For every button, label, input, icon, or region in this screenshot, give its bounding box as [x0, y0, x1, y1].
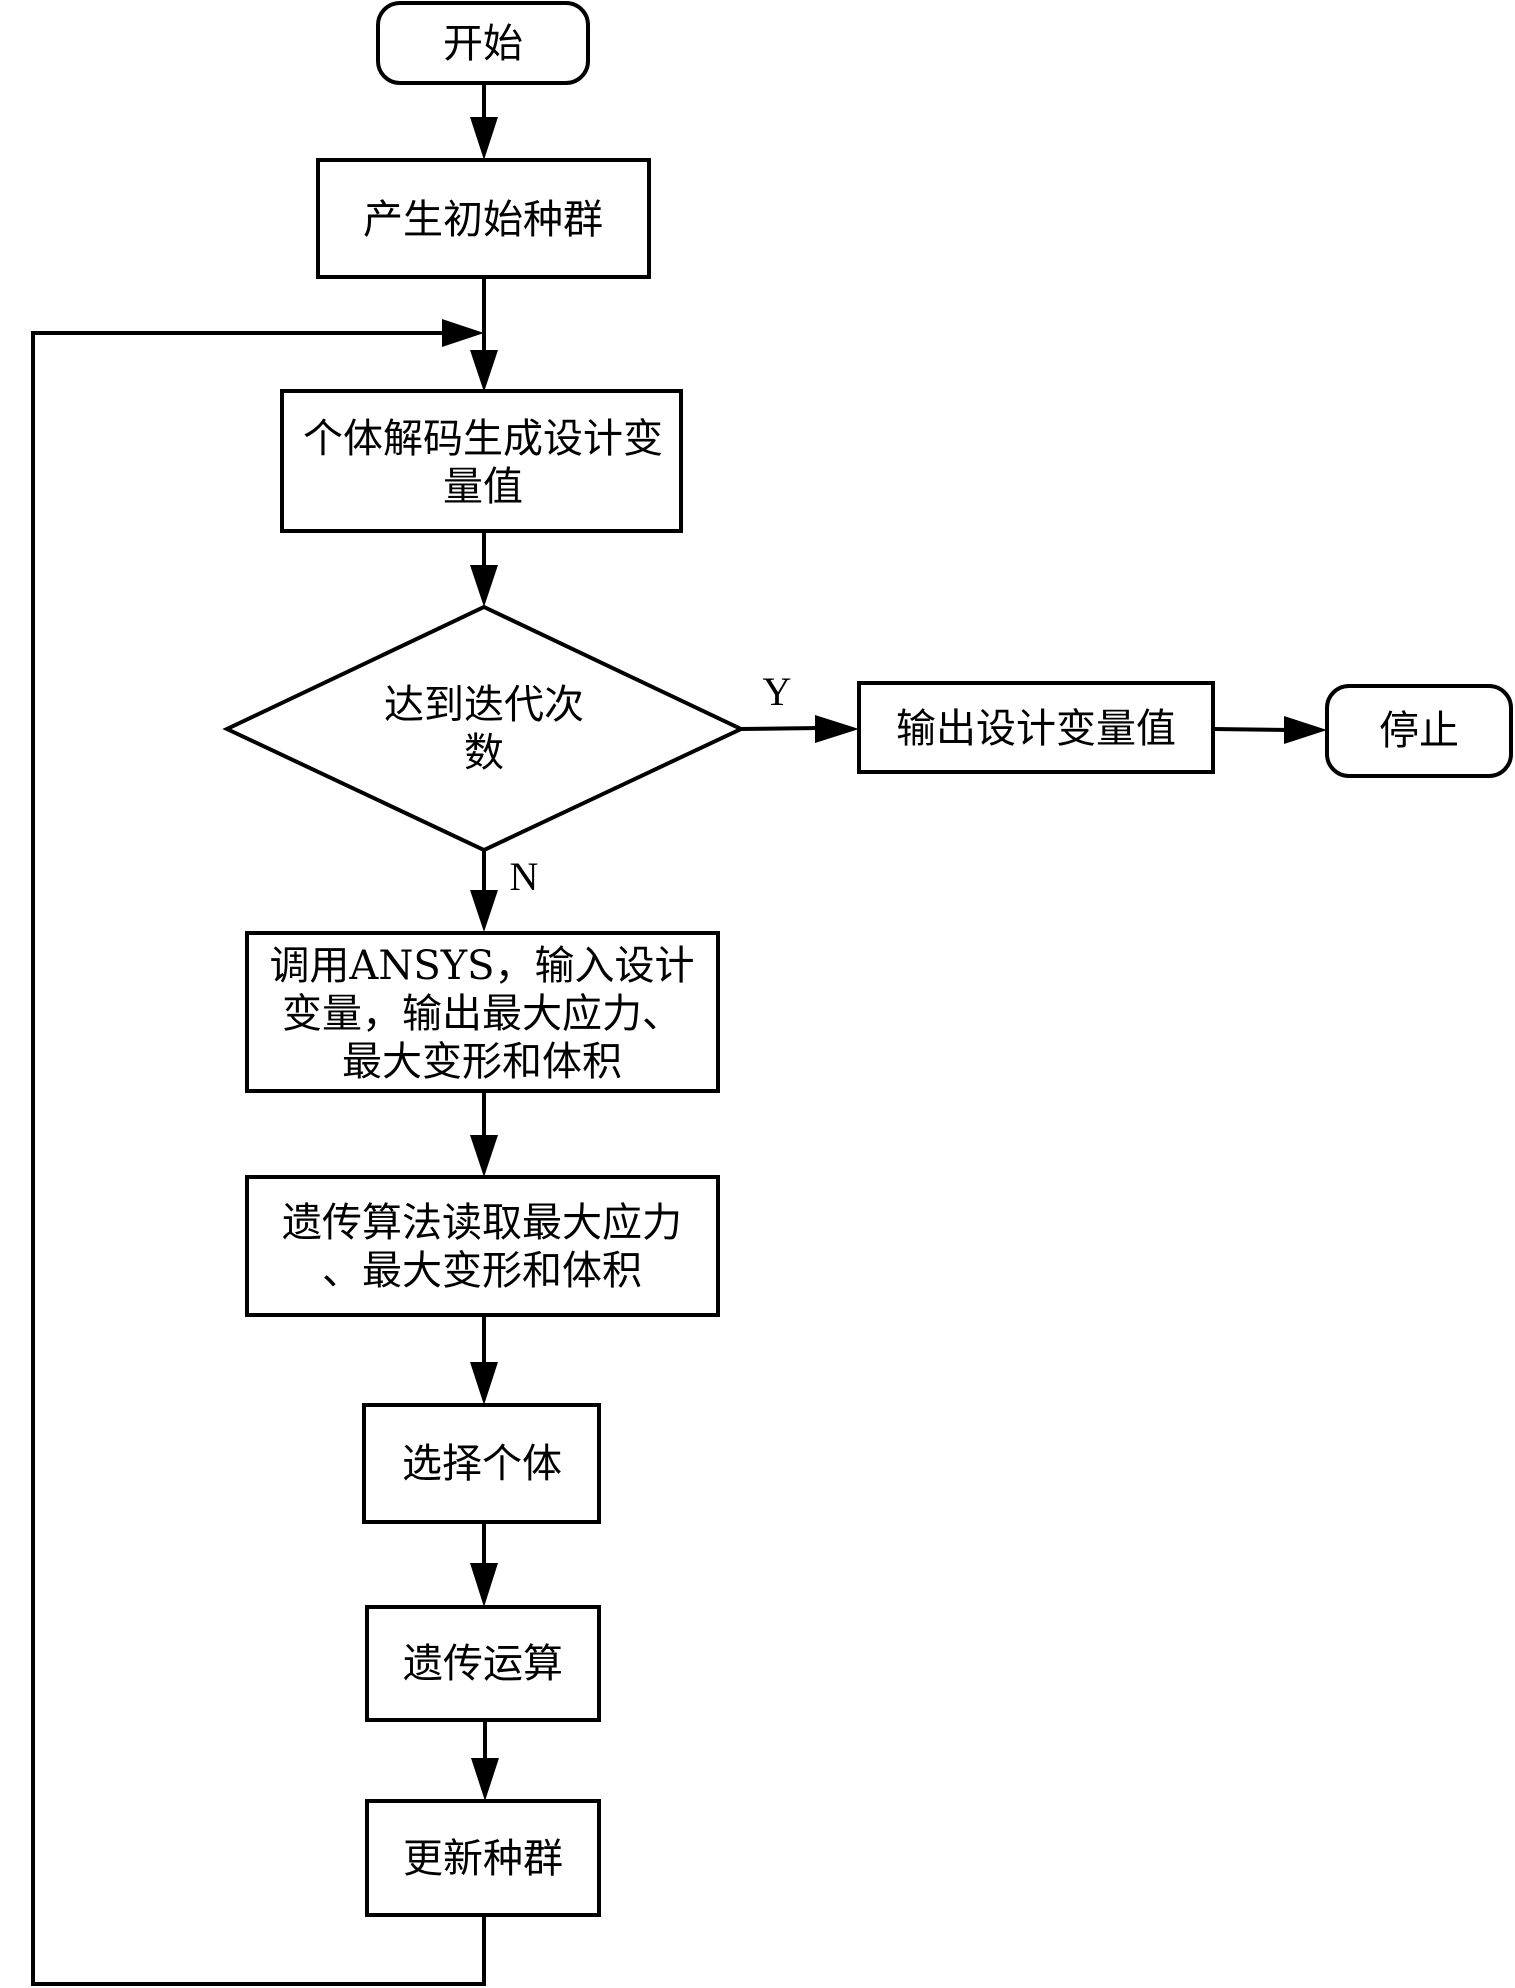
edge-decision-no: N [470, 850, 538, 932]
edge-ga-ops-to-update [471, 1720, 499, 1801]
output-vars-box [857, 681, 1215, 774]
node-init-population: 产生初始种群 [316, 158, 651, 279]
ga-read-box [245, 1175, 720, 1317]
ga-ops-label: 遗传运算 [403, 1641, 563, 1687]
decode-label-line-2: 量值 [443, 464, 523, 510]
ga-read-label-line-2: 、最大变形和体积 [322, 1248, 642, 1294]
node-output-vars: 输出设计变量值 [857, 681, 1215, 774]
edge-start-to-init [470, 83, 498, 160]
decode-box [280, 389, 683, 533]
loop-connector [31, 331, 486, 1986]
edge-select-to-ga-ops [470, 1522, 498, 1607]
select-label: 选择个体 [402, 1441, 562, 1487]
arrowhead-down-icon [470, 117, 498, 160]
select-box [362, 1403, 601, 1524]
edge-init-to-decode [470, 277, 498, 392]
decode-label-line-1: 个体解码生成设计变 [303, 416, 663, 462]
stop-terminator-shape [1325, 684, 1513, 778]
node-decode: 个体解码生成设计变 量值 [280, 389, 683, 533]
init-population-label: 产生初始种群 [363, 197, 603, 243]
edge-ansys-to-ga-read [470, 1091, 498, 1177]
node-start: 开始 [376, 1, 590, 85]
call-ansys-label-line-3: 最大变形和体积 [342, 1039, 622, 1085]
no-label: N [510, 854, 539, 899]
call-ansys-box [245, 931, 720, 1093]
node-check-iterations: 达到迭代次 数 [222, 604, 746, 853]
call-ansys-label-line-1: 调用ANSYS，输入设计 [269, 943, 694, 989]
arrowhead-down-icon [470, 1362, 498, 1405]
ga-read-label-line-1: 遗传算法读取最大应力 [282, 1200, 682, 1246]
yes-label: Y [763, 669, 792, 714]
decision-label-line-2: 数 [464, 730, 504, 776]
arrowhead-down-icon [470, 350, 498, 392]
node-select: 选择个体 [362, 1403, 601, 1524]
decision-label-line-1: 达到迭代次 [384, 682, 584, 728]
node-stop: 停止 [1325, 684, 1513, 778]
output-vars-label: 输出设计变量值 [896, 706, 1176, 752]
edge-decision-yes: Y [740, 669, 859, 743]
ga-ops-box [365, 1605, 601, 1722]
node-update: 更新种群 [365, 1799, 601, 1917]
arrowhead-down-icon [470, 890, 498, 932]
arrowhead-right-icon [1284, 716, 1327, 744]
arrowhead-down-icon [470, 1135, 498, 1177]
edge-loop-back [31, 319, 486, 1986]
node-ga-read: 遗传算法读取最大应力 、最大变形和体积 [245, 1175, 720, 1317]
node-ga-ops: 遗传运算 [365, 1605, 601, 1722]
decision-diamond [222, 604, 746, 853]
node-call-ansys: 调用ANSYS，输入设计 变量，输出最大应力、 最大变形和体积 [245, 931, 720, 1093]
arrowhead-down-icon [470, 565, 498, 607]
call-ansys-label-line-2: 变量，输出最大应力、 [282, 991, 682, 1037]
arrowhead-right-icon [815, 715, 859, 743]
arrowhead-right-icon [442, 319, 484, 347]
stop-label: 停止 [1379, 708, 1459, 754]
edge-ga-read-to-select [470, 1315, 498, 1405]
edge-decode-to-decision [470, 531, 498, 607]
start-label: 开始 [443, 21, 523, 67]
init-population-box [316, 158, 651, 279]
edge-output-to-stop [1212, 716, 1327, 744]
update-label: 更新种群 [403, 1836, 563, 1882]
arrowhead-down-icon [471, 1758, 499, 1801]
arrowhead-down-icon [470, 1563, 498, 1607]
